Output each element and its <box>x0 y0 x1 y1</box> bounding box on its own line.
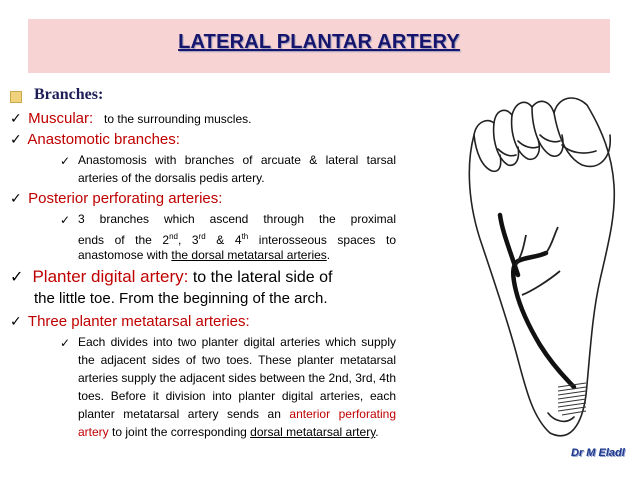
title-band: LATERAL PLANTAR ARTERY <box>28 19 610 73</box>
sup: nd <box>169 232 179 241</box>
check-icon: ✓ <box>10 269 24 286</box>
check-icon-sub: ✓ <box>60 211 74 229</box>
three-sub-text: . <box>375 425 379 439</box>
three-sub-text: to joint the corresponding <box>112 425 247 439</box>
planter-digital-text1: to the lateral side of <box>192 269 333 286</box>
fourth-toe <box>492 122 520 167</box>
item-planter-digital: ✓ Planter digital artery: to the lateral… <box>10 266 332 288</box>
second-toe <box>531 106 564 157</box>
lateral-plantar-artery-path <box>511 250 577 390</box>
check-icon: ✓ <box>60 336 71 350</box>
muscular-text: to the surrounding muscles. <box>104 112 252 126</box>
check-icon: ✓ <box>60 213 71 227</box>
branches-heading: Branches: <box>34 86 104 103</box>
anterior-perforating-text: anterior perforating artery <box>78 407 396 439</box>
item-posterior: ✓ Posterior perforating arteries: <box>10 190 222 207</box>
posterior-sub-line1: 3 branches which ascend through the prox… <box>78 212 396 226</box>
check-icon: ✓ <box>10 190 22 206</box>
anastomotic-sub: Anastomosis with branches of arcuate & l… <box>78 153 396 185</box>
great-toe <box>553 112 611 168</box>
foot-illustration <box>468 97 616 437</box>
posterior-text: & 4 <box>205 233 242 247</box>
check-icon: ✓ <box>10 313 22 329</box>
check-icon-sub: ✓ <box>60 152 74 170</box>
plantar-arch-path <box>497 212 521 278</box>
check-icon: ✓ <box>10 131 22 147</box>
posterior-text: . <box>326 248 331 262</box>
posterior-sub-line2: ends of the 2nd, 3rd & 4th interosseous … <box>78 228 396 249</box>
planter-digital-text2: the little toe. From the beginning of th… <box>34 290 328 307</box>
anastomotic-label: Anastomotic branches: <box>27 131 180 148</box>
sup: rd <box>198 232 206 241</box>
posterior-text: interosseous spaces to <box>248 233 396 247</box>
check-icon: ✓ <box>60 154 71 168</box>
posterior-label: Posterior perforating arteries: <box>28 190 223 207</box>
three-sub-text: Each divides into two planter digital ar… <box>78 335 396 421</box>
foot-outline <box>468 97 616 437</box>
muscular-label: Muscular: <box>28 110 94 127</box>
square-bullet-icon <box>10 91 22 103</box>
item-three-metatarsal: ✓ Three planter metatarsal arteries: <box>10 313 250 330</box>
posterior-text: anastomose with <box>78 248 172 262</box>
slide-title: LATERAL PLANTAR ARTERY <box>178 31 460 53</box>
item-muscular: ✓ Muscular: to the surrounding muscles. <box>10 110 251 127</box>
posterior-text: ends of the 2 <box>78 233 170 247</box>
posterior-text: , 3 <box>178 233 199 247</box>
digital-branch <box>545 226 559 254</box>
sup: th <box>241 232 249 241</box>
author-credit: Dr M Eladl <box>571 447 625 459</box>
dorsal-metatarsal-artery-text: dorsal metatarsal artery <box>250 425 376 439</box>
check-icon: ✓ <box>10 110 22 126</box>
check-icon-sub: ✓ <box>60 334 74 352</box>
three-metatarsal-label: Three planter metatarsal arteries: <box>27 313 250 330</box>
planter-digital-label: Planter digital artery: <box>32 267 189 286</box>
item-anastomotic: ✓ Anastomotic branches: <box>10 131 180 148</box>
third-toe <box>510 114 541 161</box>
three-metatarsal-sub: Each divides into two planter digital ar… <box>78 333 396 441</box>
little-toe <box>473 134 502 173</box>
posterior-sub-line3: anastomose with the dorsal metatarsal ar… <box>78 246 330 264</box>
dorsal-metatarsal-link-text: the dorsal metatarsal arteries <box>171 248 327 262</box>
